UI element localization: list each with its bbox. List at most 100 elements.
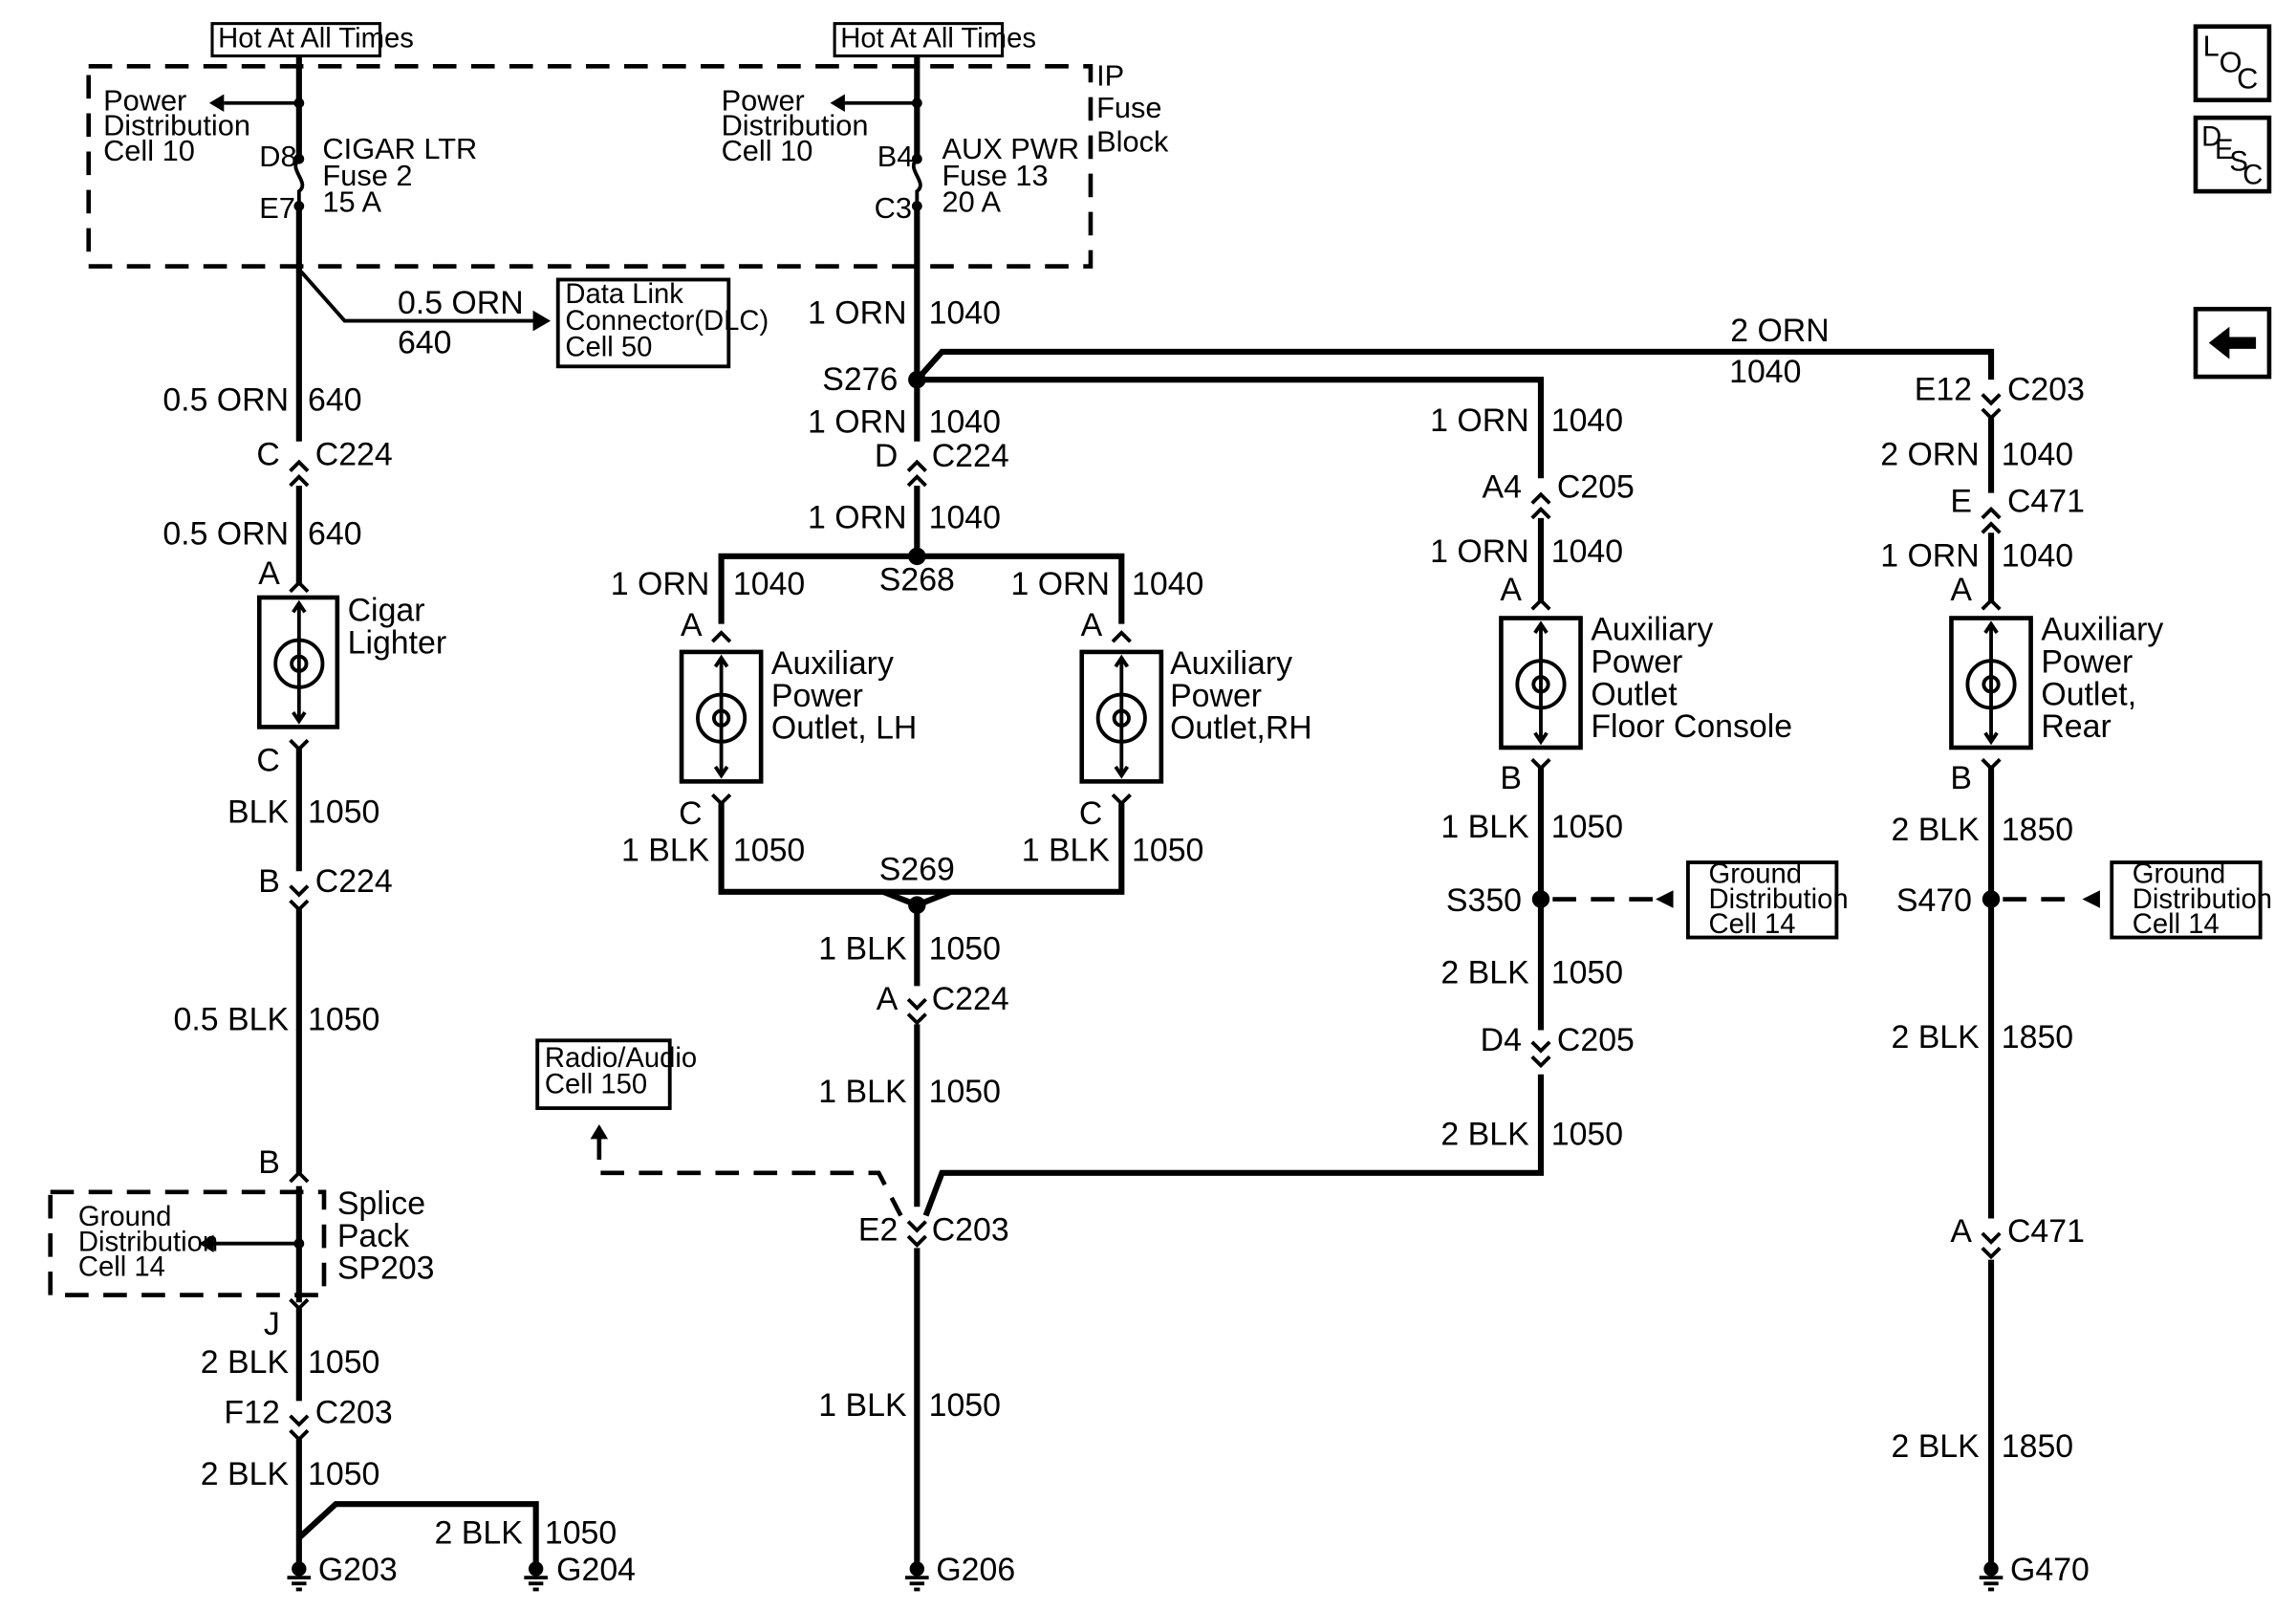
fuse-aux-name: AUX PWR bbox=[942, 132, 1079, 165]
ground-point bbox=[292, 1561, 307, 1577]
rear-splice-s470: S470 bbox=[1896, 882, 1972, 919]
c2-wire-3: 1 ORN bbox=[808, 500, 906, 536]
lh-name-3: Outlet, LH bbox=[771, 710, 917, 747]
desc-d: D bbox=[2201, 121, 2221, 152]
c1-circ-2: 640 bbox=[308, 516, 362, 553]
fuse-cigar-name: CIGAR LTR bbox=[322, 132, 477, 165]
wire-s268-branches bbox=[718, 553, 1125, 624]
arrow-down-icon bbox=[1114, 765, 1130, 779]
fuse-symbol-cigar bbox=[293, 157, 305, 207]
arrow-left-icon bbox=[1656, 890, 1674, 908]
ground-icon bbox=[1977, 1576, 2005, 1592]
pin-d8: D8 bbox=[259, 140, 296, 173]
rear-wire-1: 2 ORN bbox=[1880, 436, 1979, 472]
ground-g203: G203 bbox=[318, 1552, 398, 1588]
pin-e7: E7 bbox=[259, 191, 295, 225]
fc-wire-2: 1 ORN bbox=[1430, 533, 1528, 570]
rh-name-3: Outlet,RH bbox=[1170, 710, 1312, 747]
fc-ground-ref-1: Ground bbox=[1708, 859, 1802, 890]
arrow-up-icon bbox=[713, 654, 729, 668]
arrow-up-icon bbox=[1983, 620, 1999, 634]
rear-top-wire: 2 ORN bbox=[1730, 313, 1829, 349]
power-dist-right-3: Cell 10 bbox=[722, 134, 813, 167]
ground-icon bbox=[903, 1576, 931, 1592]
fc-conn-1: C205 bbox=[1557, 468, 1635, 505]
rear-circ-3: 1850 bbox=[2002, 812, 2073, 848]
c1-pin-c: C bbox=[256, 436, 279, 472]
c1-wire-3: BLK bbox=[227, 794, 289, 830]
desc-e: E bbox=[2215, 135, 2234, 165]
desc-button[interactable]: D E S C bbox=[2193, 115, 2272, 194]
c2-wire-2: 1 ORN bbox=[808, 404, 906, 441]
c1-pin-c2: C bbox=[256, 743, 279, 779]
ground-icon bbox=[522, 1576, 550, 1592]
power-dist-right-1: Power bbox=[722, 83, 805, 117]
loc-button[interactable]: L O C bbox=[2193, 24, 2272, 102]
power-dist-left-2: Distribution bbox=[103, 109, 250, 142]
splice-pack-name-1: Splice bbox=[337, 1186, 425, 1222]
rh-circ-bot: 1050 bbox=[1132, 832, 1203, 868]
lh-wire-bot: 1 BLK bbox=[621, 832, 710, 868]
g204-wire: 2 BLK bbox=[435, 1515, 524, 1552]
c1-circ-6: 1050 bbox=[308, 1456, 379, 1492]
c2-circ-2: 1040 bbox=[929, 404, 1001, 441]
pin-mark bbox=[1530, 598, 1551, 611]
pin-mark bbox=[1981, 757, 2002, 772]
ground-dist-ref-box bbox=[1686, 860, 1839, 940]
rear-name-2: Power bbox=[2041, 643, 2133, 680]
wire-to-dlc bbox=[297, 268, 533, 323]
fuse-aux-number: Fuse 13 bbox=[942, 159, 1048, 192]
connector-c224-a bbox=[906, 997, 928, 1025]
rh-name-2: Power bbox=[1170, 678, 1262, 714]
ground-icon bbox=[285, 1576, 314, 1592]
rear-top-circuit: 1040 bbox=[1729, 354, 1801, 390]
fc-ground-ref-2: Distribution bbox=[1708, 884, 1848, 915]
arrow-down-icon bbox=[292, 710, 307, 725]
radio-ref-1: Radio/Audio bbox=[545, 1043, 697, 1074]
back-button[interactable] bbox=[2193, 306, 2272, 380]
pin-mark bbox=[711, 630, 732, 643]
fuse-cigar-rating: 15 A bbox=[322, 185, 381, 219]
lh-name-2: Power bbox=[771, 678, 863, 714]
lh-circ-top: 1040 bbox=[733, 566, 805, 602]
c1-conn-2: C224 bbox=[315, 863, 393, 900]
dlc-ref-box bbox=[555, 277, 731, 369]
fuse-symbol-aux bbox=[911, 157, 922, 207]
lh-wire-top: 1 ORN bbox=[611, 566, 709, 602]
rear-circ-5: 1850 bbox=[2002, 1428, 2073, 1465]
loc-c: C bbox=[2237, 61, 2258, 95]
c1-conn-1: C224 bbox=[315, 436, 393, 472]
c2-conn-1: C224 bbox=[932, 438, 1009, 474]
wire-2orn-rear bbox=[915, 348, 1995, 382]
c1-pin-f12: F12 bbox=[224, 1395, 279, 1431]
c1-circ-5: 1050 bbox=[308, 1344, 379, 1381]
rear-ground-ref-3: Cell 14 bbox=[2133, 909, 2220, 940]
rh-wire-bot: 1 BLK bbox=[1022, 832, 1111, 868]
c1-pin-j: J bbox=[264, 1306, 280, 1342]
arrow-up-icon bbox=[1114, 654, 1130, 668]
c2-pin-d: D bbox=[875, 438, 898, 474]
c2-circ-6: 1050 bbox=[929, 1387, 1001, 1424]
ground-g206: G206 bbox=[936, 1552, 1015, 1588]
splice-s470 bbox=[1982, 890, 2001, 908]
rear-ground-ref-1: Ground bbox=[2133, 859, 2226, 890]
rear-name-4: Rear bbox=[2041, 708, 2111, 745]
pin-mark bbox=[1111, 630, 1132, 643]
rh-pin-a: A bbox=[1081, 607, 1103, 643]
rear-pin-b: B bbox=[1950, 760, 1972, 796]
splice-ground-ref-1: Ground bbox=[78, 1202, 172, 1232]
connector-c224-d bbox=[906, 460, 928, 488]
rear-circ-2: 1040 bbox=[2002, 538, 2073, 575]
fc-pin-a: A bbox=[1500, 572, 1522, 608]
wire-s269-branches bbox=[718, 803, 1125, 895]
fc-circ-1: 1040 bbox=[1551, 402, 1623, 439]
fc-circ-4: 1050 bbox=[1551, 954, 1623, 990]
connector-c205 bbox=[1529, 492, 1552, 520]
hot-label-left: Hot At All Times bbox=[218, 23, 414, 54]
arrow-up-icon bbox=[1533, 620, 1549, 634]
rear-name-3: Outlet, bbox=[2041, 676, 2136, 712]
c2-conn-2: C224 bbox=[932, 981, 1009, 1017]
radio-dashed-link bbox=[596, 1136, 903, 1217]
